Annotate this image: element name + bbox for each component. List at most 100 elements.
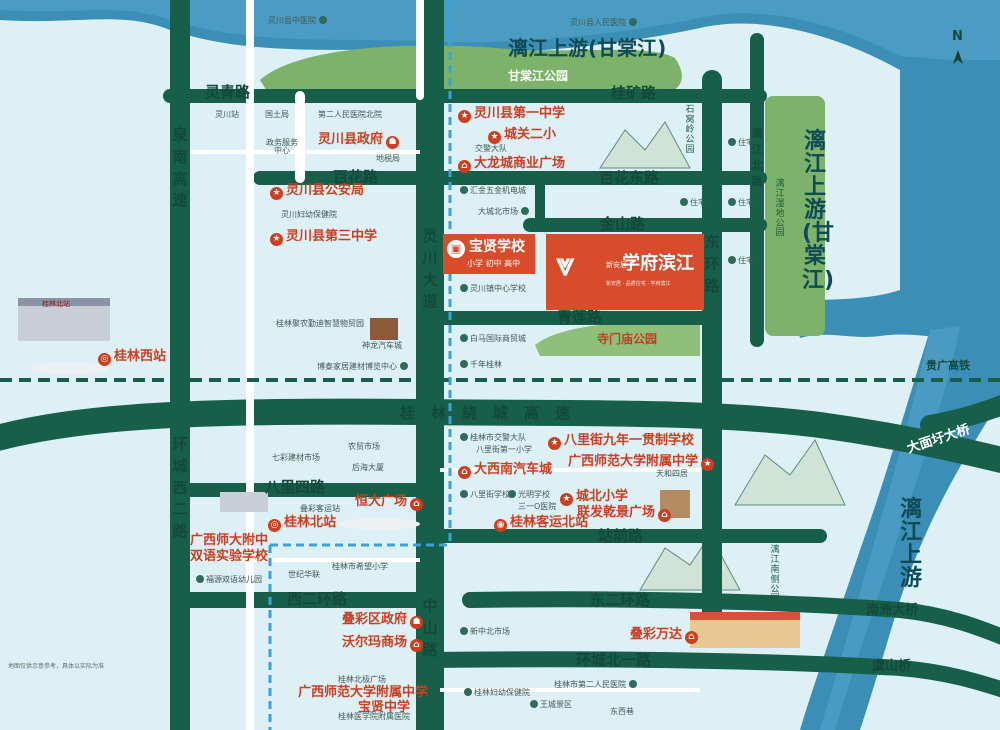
- road-label-zhongshan: 中山路: [422, 597, 438, 659]
- school-star-icon: ★: [560, 493, 573, 506]
- poi-dalongcheng[interactable]: ⌂大龙城商业广场: [458, 157, 565, 173]
- park-simen: [535, 321, 700, 356]
- park-gantang: [260, 45, 682, 96]
- school-name: 宝贤学校: [469, 239, 525, 255]
- small-label: 新中北市场: [460, 627, 510, 636]
- road-label-lingqing: 灵青路: [205, 83, 251, 101]
- road-label-dongerhuan: 东二环路: [590, 591, 651, 609]
- poi-lianfa-plaza[interactable]: 联发乾景广场⌂: [577, 506, 672, 522]
- road-label-quannan: 泉南高速: [172, 126, 188, 210]
- small-label: 八里街第一小学: [476, 445, 532, 454]
- small-label: 住宅: [728, 256, 754, 265]
- small-label: 桂林医学院附属医院: [338, 712, 410, 721]
- small-label: 天和四居: [656, 469, 688, 478]
- small-label: 桂林市第二人民医院: [554, 680, 639, 689]
- road-yushan: [422, 651, 1000, 698]
- poi-balijie-school[interactable]: ★八里街九年一贯制学校: [548, 434, 694, 450]
- compass-arrow: [953, 50, 963, 64]
- poi-chengguan2[interactable]: ★城关二小: [488, 128, 556, 144]
- road-label-yushan: 虞山桥: [872, 659, 912, 674]
- project-block[interactable]: ⩔ 新安居 学府滨江 新安居 · 品质住宅 · 学府滨江: [546, 234, 704, 310]
- poi-guilin-north[interactable]: ◎桂林北站: [268, 516, 336, 532]
- small-label: 七彩建材市场: [272, 453, 320, 462]
- small-label: 汇金五金机电城: [460, 186, 526, 195]
- road-label-lijiang-north: 漓江北路: [751, 127, 763, 188]
- shop-icon: ⌂: [410, 498, 424, 511]
- poi-lingchuan-gov[interactable]: 灵川县政府☗: [318, 133, 400, 149]
- small-label: 住宅: [728, 198, 754, 207]
- small-label: 叠彩客运站: [300, 504, 340, 513]
- small-label: 灵川县中医院: [268, 16, 329, 25]
- small-label: 桂林妇幼保健院: [464, 688, 530, 697]
- small-label: 神龙汽车城: [362, 341, 402, 350]
- poi-gxnu-high[interactable]: 广西师范大学附属中学★: [568, 455, 715, 471]
- road-guilin-ring: [0, 398, 1000, 473]
- disclaimer: 地图仅供示意参考，具体以实际为准: [8, 663, 105, 670]
- road-label-dong-huan: 东环路: [704, 233, 720, 295]
- small-label: 博泰家居建材博览中心: [317, 362, 410, 371]
- shop-icon: ⌂: [410, 639, 424, 652]
- small-label: 东西巷: [610, 707, 634, 716]
- small-label: 光明学校: [508, 490, 550, 499]
- small-label: 住宅: [680, 198, 706, 207]
- small-label: 白马国际商贸城: [460, 334, 526, 343]
- poi-gxnu-affil-l1[interactable]: 广西师大附中: [190, 533, 269, 548]
- road-label-huancheng-west2: 环城西二路: [172, 435, 188, 540]
- small-label: 灵川妇幼保健院: [281, 210, 337, 219]
- small-label: 交警大队: [475, 144, 507, 153]
- project-name: 学府滨江: [622, 253, 694, 274]
- poi-lingchuan-no3[interactable]: ★灵川县第三中学: [270, 230, 377, 246]
- small-label: 世纪华联: [288, 570, 320, 579]
- project-tagline: 新安居 · 品质住宅 · 学府滨江: [606, 281, 671, 287]
- small-label: 桂林市交警大队: [460, 433, 526, 442]
- small-label: 地税局: [376, 154, 400, 163]
- school-star-icon: ★: [458, 110, 471, 123]
- poi-gxnu-affil-l2[interactable]: 双语实验学校: [190, 549, 269, 564]
- compass-n: N: [952, 29, 963, 44]
- poi-daxinan-auto[interactable]: ⌂大西南汽车城: [458, 463, 552, 479]
- road-label-nanzhou: 南洲大桥: [866, 603, 919, 618]
- park-label-lijiang-wetland: 漓江湿地公园: [775, 179, 785, 239]
- small-label: 王城景区: [530, 700, 572, 709]
- river-label-right: 漓江上游(甘棠江): [802, 129, 835, 293]
- poi-gxnu-affil2[interactable]: 广西师范大学附属中学: [298, 685, 429, 700]
- shop-icon: ⌂: [685, 631, 699, 644]
- school-star-icon: ★: [270, 233, 283, 246]
- poi-chengbei-school[interactable]: ★城北小学: [560, 490, 628, 506]
- small-label: 政务服务中心: [266, 138, 298, 155]
- poi-wanda[interactable]: 叠彩万达⌂: [630, 628, 699, 644]
- road-label-guilin-ring: 桂林绕城高速: [400, 404, 587, 422]
- park-label-shiwo: 石窝岭公园: [685, 105, 695, 155]
- poi-lingchuan-no1[interactable]: ★灵川县第一中学: [458, 107, 565, 123]
- school-block[interactable]: ▣ 宝贤学校 小学 初中 高中: [443, 234, 535, 274]
- poi-hengda[interactable]: 恒大广场⌂: [355, 495, 424, 511]
- poi-bus-north[interactable]: ◉桂林客运北站: [494, 516, 588, 532]
- police-icon: ★: [270, 187, 283, 200]
- bus-icon: ◉: [494, 519, 507, 532]
- rail-label-guiguang: 贵广高铁: [926, 359, 970, 372]
- park-riverside: [765, 96, 825, 336]
- poi-walmart[interactable]: 沃尔玛商场⌂: [342, 636, 424, 652]
- road-label-baihua-east: 百花东路: [599, 169, 660, 187]
- poi-diecai-gov[interactable]: 叠彩区政府☗: [342, 613, 424, 629]
- road-label-guikuang: 桂矿路: [611, 84, 657, 102]
- river-label-top: 漓江上游(甘棠江): [508, 36, 667, 60]
- small-label: 后海大厦: [352, 463, 384, 472]
- road-label-jinshan: 金山路: [600, 215, 646, 233]
- small-label: 三一O医院: [518, 502, 557, 511]
- road-label-lingchuan-ave: 灵川大道: [422, 227, 438, 311]
- shop-icon: ⌂: [458, 160, 471, 173]
- small-label: 桂林聚农勤迪智慧物贸园: [276, 319, 364, 328]
- small-label: 桂林市希望小学: [332, 562, 388, 571]
- poi-baoxian-mid[interactable]: 宝贤中学: [358, 700, 411, 715]
- road-label-huancheng-n1: 环城北一路: [576, 651, 652, 669]
- poi-public-security[interactable]: ★灵川县公安局: [270, 184, 364, 200]
- gov-icon: ☗: [410, 616, 424, 629]
- river-label-lower: 漓江上游: [899, 497, 922, 592]
- small-label: 第二人民医院北院: [318, 110, 382, 119]
- small-label: 千年桂林: [460, 360, 502, 369]
- small-label: 住宅: [728, 138, 754, 147]
- poi-guilin-west[interactable]: ◎桂林西站: [98, 350, 166, 366]
